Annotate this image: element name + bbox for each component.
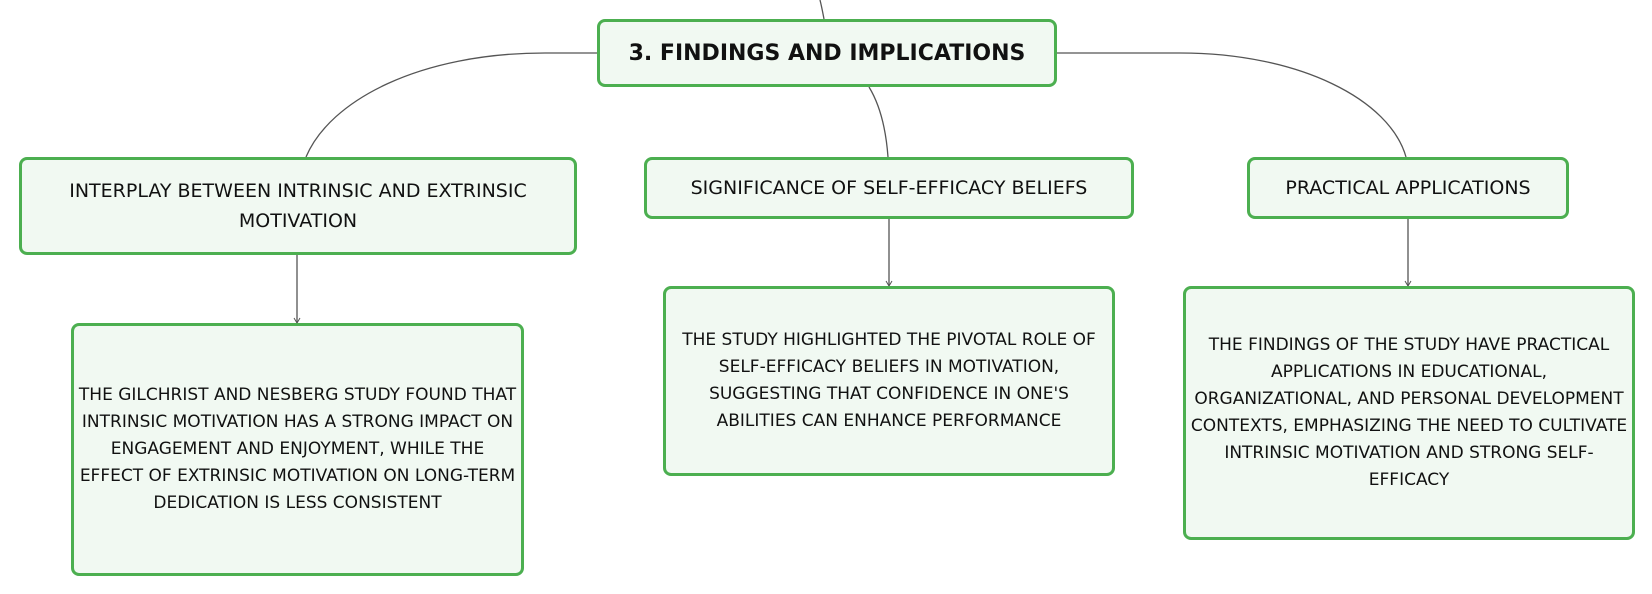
detail-node-text: THE GILCHRIST AND NESBERG STUDY FOUND TH…: [78, 385, 517, 513]
connector-root-to-topic-1: [305, 52, 597, 158]
connector-root-to-topic-2: [868, 86, 889, 158]
connector-root-to-topic-3: [1057, 52, 1407, 158]
topic-node-interplay[interactable]: INTERPLAY BETWEEN INTRINSIC AND EXTRINSI…: [19, 157, 577, 255]
topic-node-label: SIGNIFICANCE OF SELF-EFFICACY BELIEFS: [690, 177, 1088, 199]
connector-parent-to-root: [819, 0, 825, 20]
detail-node-self-efficacy[interactable]: THE STUDY HIGHLIGHTED THE PIVOTAL ROLE O…: [663, 286, 1115, 476]
topic-node-label: INTERPLAY BETWEEN INTRINSIC AND EXTRINSI…: [69, 180, 527, 232]
root-node-label: 3. FINDINGS AND IMPLICATIONS: [628, 40, 1026, 66]
detail-node-text: THE STUDY HIGHLIGHTED THE PIVOTAL ROLE O…: [682, 330, 1096, 431]
detail-node-practical-applications[interactable]: THE FINDINGS OF THE STUDY HAVE PRACTICAL…: [1183, 286, 1635, 540]
detail-node-interplay[interactable]: THE GILCHRIST AND NESBERG STUDY FOUND TH…: [71, 323, 524, 576]
root-node[interactable]: 3. FINDINGS AND IMPLICATIONS: [597, 19, 1057, 87]
detail-node-text: THE FINDINGS OF THE STUDY HAVE PRACTICAL…: [1190, 335, 1628, 490]
topic-node-label: PRACTICAL APPLICATIONS: [1285, 177, 1531, 199]
topic-node-self-efficacy[interactable]: SIGNIFICANCE OF SELF-EFFICACY BELIEFS: [644, 157, 1134, 219]
topic-node-practical-applications[interactable]: PRACTICAL APPLICATIONS: [1247, 157, 1569, 219]
